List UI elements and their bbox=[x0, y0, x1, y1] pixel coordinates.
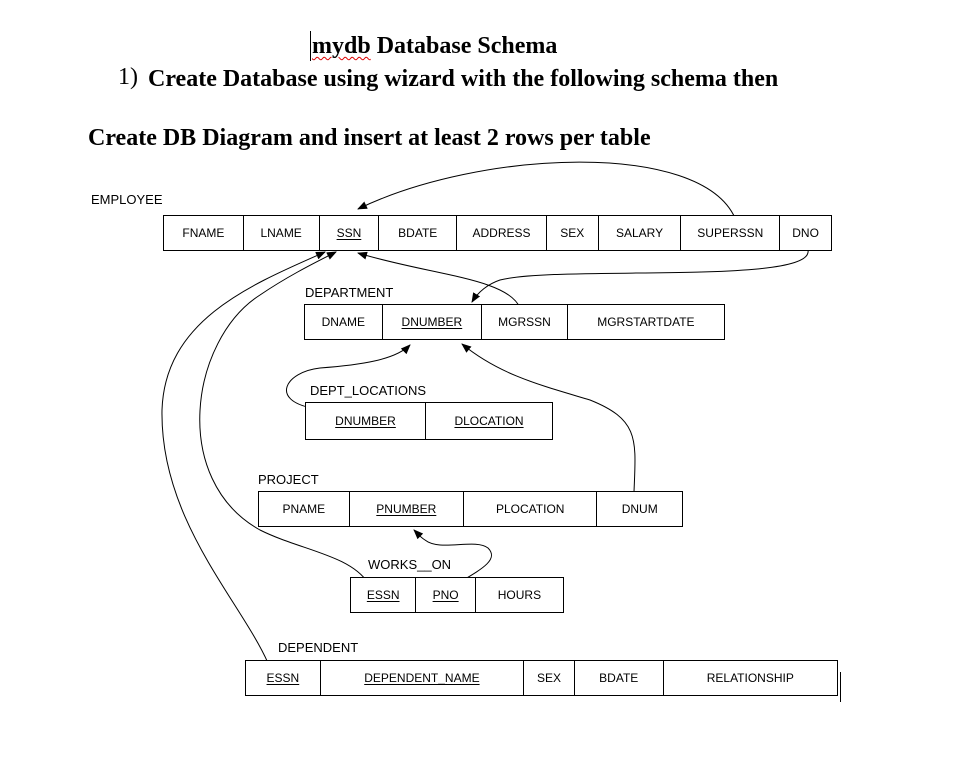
col-pname: PNAME bbox=[259, 492, 350, 526]
col-superssn: SUPERSSN bbox=[681, 216, 781, 250]
col-hours: HOURS bbox=[497, 588, 542, 602]
arrow-superssn-ssn bbox=[357, 161, 736, 219]
arrow-deptloc-dnumber bbox=[286, 344, 411, 409]
col-mgrstartdate: MGRSTARTDATE bbox=[597, 315, 695, 329]
col-dlocation: DLOCATION bbox=[454, 414, 524, 428]
arrow-dependent-essn-ssn bbox=[161, 251, 326, 664]
page-title: mydb Database Schema bbox=[312, 33, 557, 60]
table-dependent: ESSN DEPENDENT_NAME SEX BDATE RELATIONSH… bbox=[245, 660, 838, 696]
col-ssn-cell: SSN bbox=[320, 216, 380, 250]
col-pnumber-cell: PNUMBER bbox=[350, 492, 465, 526]
step-text: Create Database using wizard with the fo… bbox=[148, 66, 779, 92]
col-fname: FNAME bbox=[164, 216, 244, 250]
col-dlocation-cell: DLOCATION bbox=[426, 403, 552, 439]
col-dnumber: DNUMBER bbox=[401, 315, 463, 329]
col-plocation: PLOCATION bbox=[464, 492, 598, 526]
col-bdate: BDATE bbox=[379, 216, 458, 250]
table-name-dept-locations: DEPT_LOCATIONS bbox=[310, 383, 427, 398]
col-relationship: RELATIONSHIP bbox=[706, 671, 794, 685]
col-pnumber: PNUMBER bbox=[376, 502, 437, 516]
col-address: ADDRESS bbox=[457, 216, 547, 250]
col-dep-bdate: BDATE bbox=[575, 661, 664, 695]
col-wo-essn-cell: ESSN bbox=[351, 578, 417, 612]
title-rest: Database Schema bbox=[370, 33, 558, 59]
col-pno: PNO bbox=[432, 588, 459, 602]
col-salary: SALARY bbox=[599, 216, 682, 250]
col-dependent-name: DEPENDENT_NAME bbox=[364, 671, 480, 685]
table-name-project: PROJECT bbox=[258, 472, 319, 487]
col-dep-essn: ESSN bbox=[266, 671, 300, 685]
arrow-mgrssn-ssn bbox=[357, 251, 521, 309]
instruction-text: Create DB Diagram and insert at least 2 … bbox=[88, 125, 651, 151]
table-department: DNAME DNUMBER MGRSSN MGRSTARTDATE bbox=[304, 304, 725, 340]
step-number: 1) bbox=[118, 64, 138, 90]
col-dep-essn-cell: ESSN bbox=[246, 661, 321, 695]
table-name-department: DEPARTMENT bbox=[305, 285, 394, 300]
col-pno-cell: PNO bbox=[416, 578, 476, 612]
col-wo-essn: ESSN bbox=[366, 588, 400, 602]
table-name-dependent: DEPENDENT bbox=[278, 640, 359, 655]
arrow-essn-ssn bbox=[199, 251, 369, 584]
col-lname: LNAME bbox=[244, 216, 320, 250]
col-dep-sex: SEX bbox=[524, 661, 575, 695]
arrow-pno-pnumber bbox=[413, 529, 493, 586]
table-dept-locations: DNUMBER DLOCATION bbox=[305, 402, 553, 440]
col-dl-dnumber-cell: DNUMBER bbox=[306, 403, 427, 439]
col-dnumber-cell: DNUMBER bbox=[383, 305, 483, 339]
col-ssn: SSN bbox=[336, 226, 362, 240]
table-name-employee: EMPLOYEE bbox=[91, 192, 163, 207]
db-name: mydb bbox=[312, 33, 371, 59]
text-cursor-bar bbox=[840, 672, 841, 702]
col-dnum: DNUM bbox=[621, 502, 658, 516]
col-dependent-name-cell: DEPENDENT_NAME bbox=[321, 661, 525, 695]
arrow-dnum-dnumber bbox=[461, 343, 636, 493]
col-dl-dnumber: DNUMBER bbox=[335, 414, 396, 428]
col-mgrssn: MGRSSN bbox=[482, 305, 568, 339]
col-dname: DNAME bbox=[305, 305, 383, 339]
col-sex: SEX bbox=[547, 216, 599, 250]
table-employee: FNAME LNAME SSN BDATE ADDRESS SEX SALARY… bbox=[163, 215, 832, 251]
text-cursor bbox=[310, 31, 311, 61]
table-name-works-on: WORKS__ON bbox=[368, 557, 452, 572]
col-dno: DNO bbox=[792, 226, 819, 240]
table-works-on: ESSN PNO HOURS bbox=[350, 577, 564, 613]
arrow-dno-dnumber bbox=[471, 249, 809, 303]
table-project: PNAME PNUMBER PLOCATION DNUM bbox=[258, 491, 683, 527]
